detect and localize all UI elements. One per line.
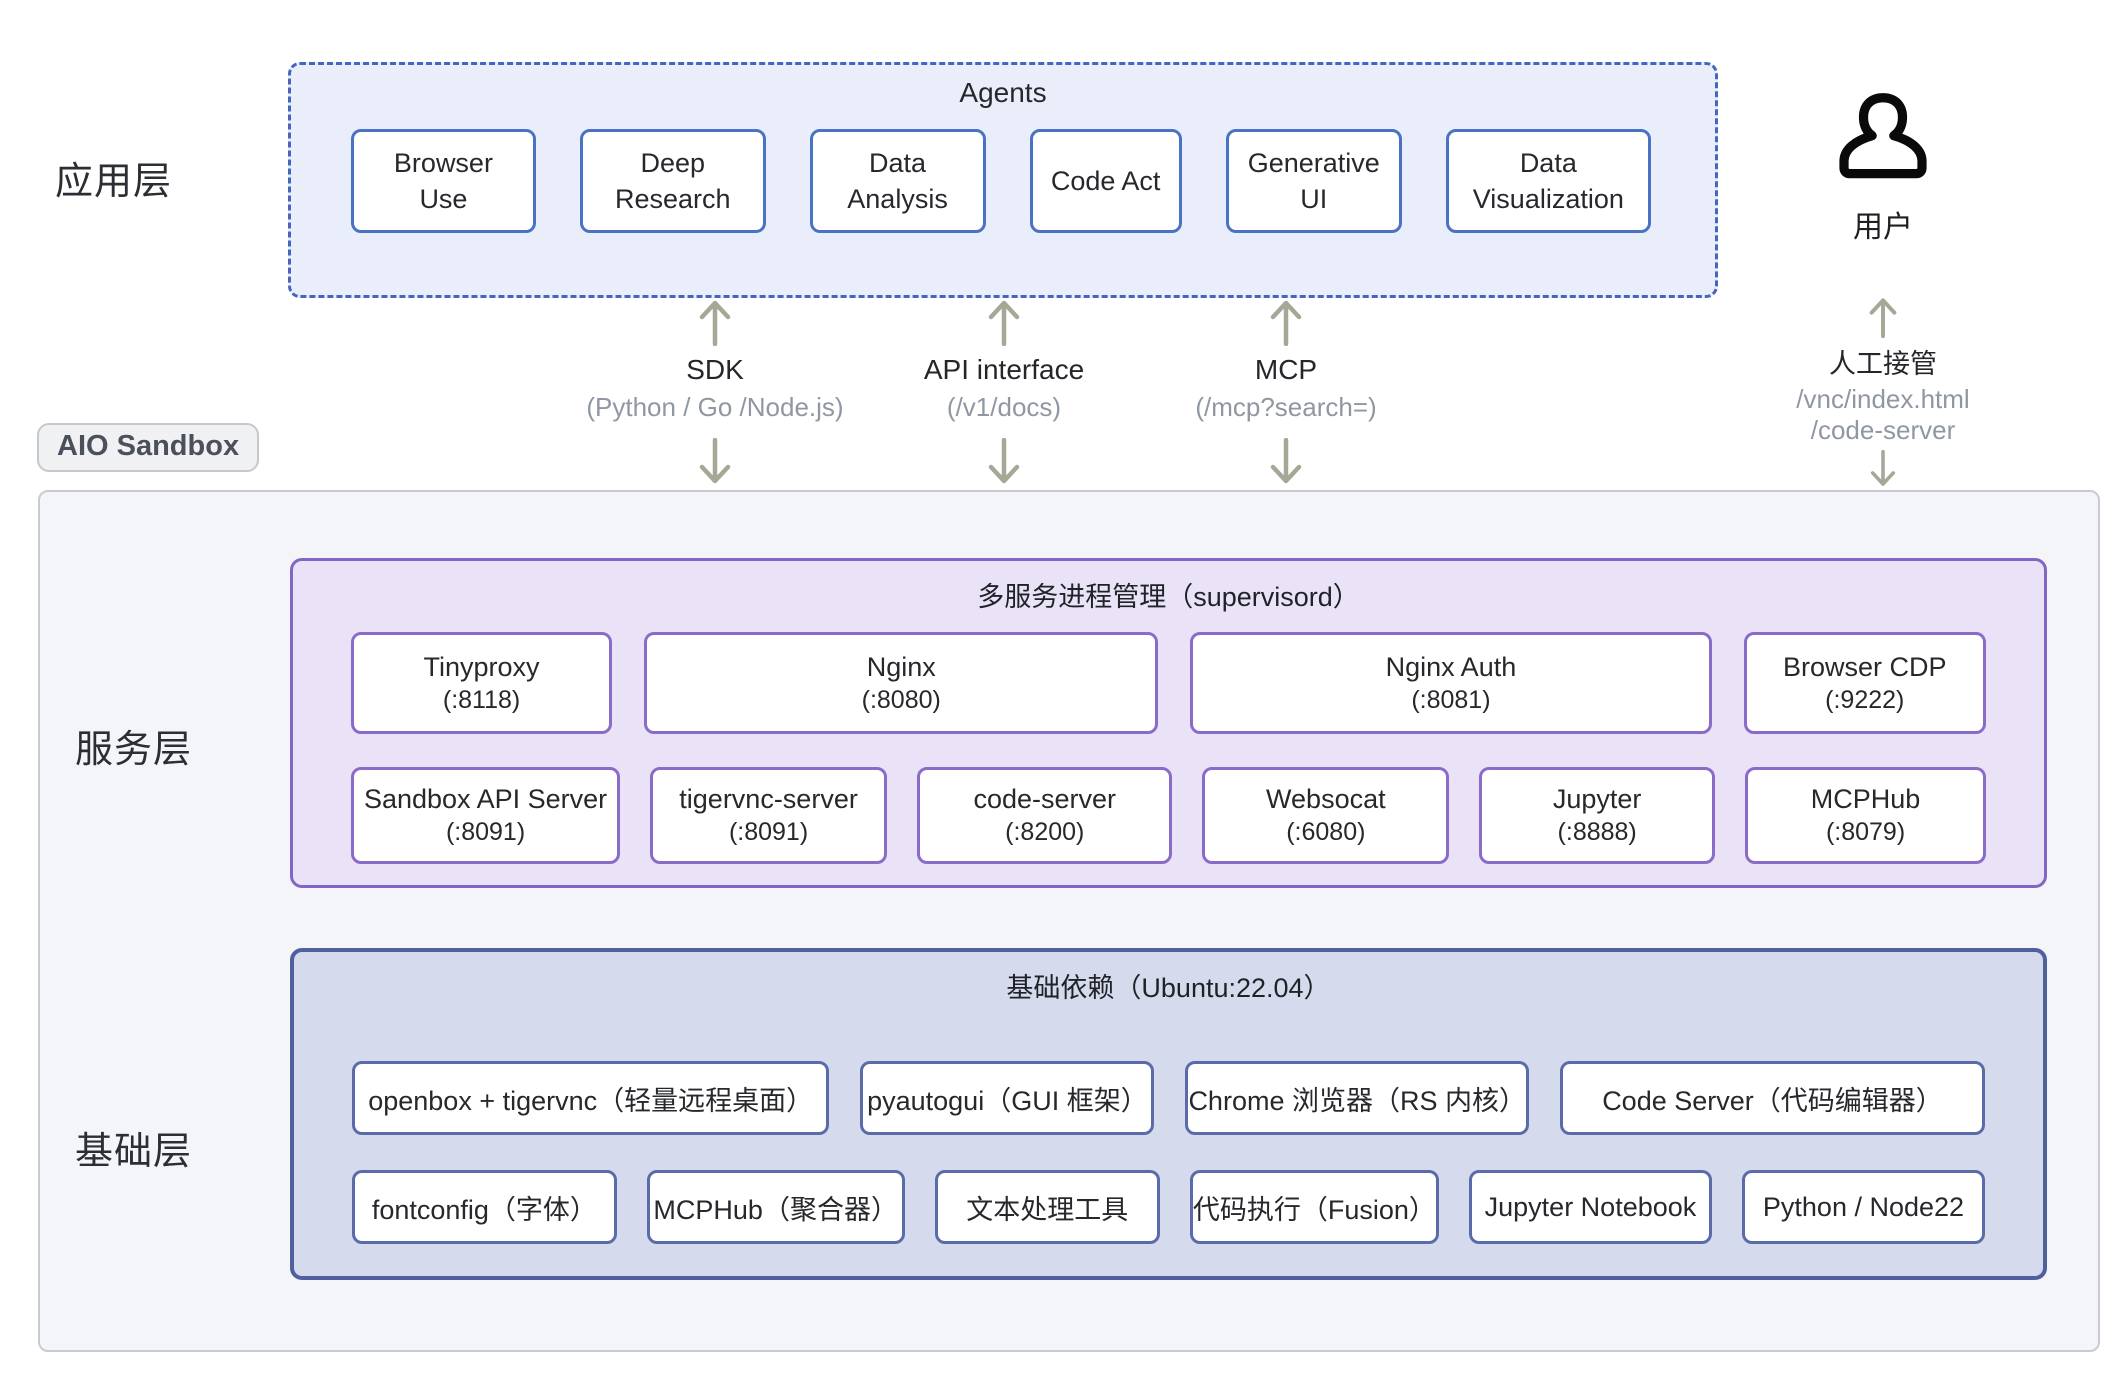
service-layer-title: 多服务进程管理（supervisord）	[977, 582, 1360, 612]
service-box-code-server: code-server (:8200)	[917, 767, 1173, 864]
service-box-browser-cdp: Browser CDP (:9222)	[1743, 632, 1986, 734]
service-box-nginx-auth: Nginx Auth (:8081)	[1190, 632, 1712, 734]
arrow-down-icon	[1870, 450, 1896, 486]
base-box-openbox-tigervnc: openbox + tigervnc（轻量远程桌面）	[352, 1061, 830, 1135]
user-block: 用户	[1793, 88, 1973, 246]
service-box-websocat: Websocat (:6080)	[1202, 767, 1450, 864]
base-box-code-exec: 代码执行（Fusion）	[1189, 1170, 1439, 1244]
service-box-jupyter: Jupyter (:8888)	[1479, 767, 1716, 864]
service-row-2: Sandbox API Server (:8091) tigervnc-serv…	[351, 767, 1986, 864]
agents-title: Agents	[959, 77, 1047, 108]
agent-box-data-analysis: Data Analysis	[809, 129, 986, 233]
base-box-code-server: Code Server（代码编辑器）	[1559, 1061, 1985, 1135]
service-box-tinyproxy: Tinyproxy (:8118)	[351, 632, 613, 734]
base-box-python-node: Python / Node22	[1741, 1170, 1985, 1244]
base-box-jupyter-notebook: Jupyter Notebook	[1468, 1170, 1712, 1244]
takeover-url-code-server: /code-server	[1810, 415, 1956, 445]
agents-container: Agents Browser Use Deep Research Data An…	[288, 62, 1718, 298]
base-layer-title: 基础依赖（Ubuntu:22.04）	[1006, 973, 1331, 1003]
base-row-1: openbox + tigervnc（轻量远程桌面） pyautogui（GUI…	[352, 1061, 1985, 1135]
agents-row: Browser Use Deep Research Data Analysis …	[351, 129, 1651, 233]
agent-box-code-act: Code Act	[1029, 129, 1182, 233]
api-subtitle: (/v1/docs)	[946, 392, 1062, 422]
base-row-2: fontconfig（字体） MCPHub（聚合器） 文本处理工具 代码执行（F…	[352, 1170, 1985, 1244]
arrow-up-icon	[1869, 298, 1897, 338]
service-box-sandbox-api-server: Sandbox API Server (:8091)	[351, 767, 621, 864]
arrow-up-icon	[699, 300, 731, 346]
connector-mcp: MCP (/mcp?search=)	[1106, 298, 1466, 486]
service-box-tigervnc-server: tigervnc-server (:8091)	[650, 767, 888, 864]
sdk-subtitle: (Python / Go /Node.js)	[586, 392, 844, 422]
mcp-title: MCP	[1254, 354, 1318, 385]
base-layer-label: 基础层	[75, 1131, 193, 1173]
aio-sandbox-badge: AIO Sandbox	[37, 423, 260, 472]
arrow-down-icon	[1270, 438, 1302, 484]
arrow-up-icon	[1270, 300, 1302, 346]
agent-box-generative-ui: Generative UI	[1225, 129, 1402, 233]
service-row-1: Tinyproxy (:8118) Nginx (:8080) Nginx Au…	[351, 632, 1986, 734]
takeover-title: 人工接管	[1829, 349, 1937, 379]
api-title: API interface	[923, 354, 1085, 385]
agent-box-deep-research: Deep Research	[579, 129, 766, 233]
base-box-text-tools: 文本处理工具	[934, 1170, 1160, 1244]
base-layer-container: 基础依赖（Ubuntu:22.04） openbox + tigervnc（轻量…	[290, 948, 2047, 1280]
connector-api: API interface (/v1/docs)	[824, 298, 1184, 486]
base-box-mcphub: MCPHub（聚合器）	[646, 1170, 905, 1244]
base-box-pyautogui: pyautogui（GUI 框架）	[860, 1061, 1155, 1135]
app-layer-label: 应用层	[55, 161, 173, 203]
connector-sdk: SDK (Python / Go /Node.js)	[535, 298, 895, 486]
user-icon	[1839, 93, 1927, 179]
agent-box-data-visualization: Data Visualization	[1445, 129, 1651, 233]
service-layer-label: 服务层	[75, 729, 193, 771]
base-box-chrome: Chrome 浏览器（RS 内核）	[1185, 1061, 1529, 1135]
arrow-down-icon	[988, 438, 1020, 484]
arrow-down-icon	[699, 438, 731, 484]
takeover-url-vnc: /vnc/index.html	[1796, 384, 1970, 414]
sdk-title: SDK	[686, 354, 744, 385]
agent-box-browser-use: Browser Use	[351, 129, 536, 233]
user-label: 用户	[1853, 211, 1913, 244]
mcp-subtitle: (/mcp?search=)	[1195, 392, 1377, 422]
arrow-up-icon	[988, 300, 1020, 346]
service-box-nginx: Nginx (:8080)	[644, 632, 1159, 734]
service-box-mcphub: MCPHub (:8079)	[1745, 767, 1986, 864]
connector-takeover: 人工接管 /vnc/index.html /code-server	[1703, 296, 2063, 488]
service-layer-container: 多服务进程管理（supervisord） Tinyproxy (:8118) N…	[290, 558, 2047, 888]
base-box-fontconfig: fontconfig（字体）	[352, 1170, 617, 1244]
